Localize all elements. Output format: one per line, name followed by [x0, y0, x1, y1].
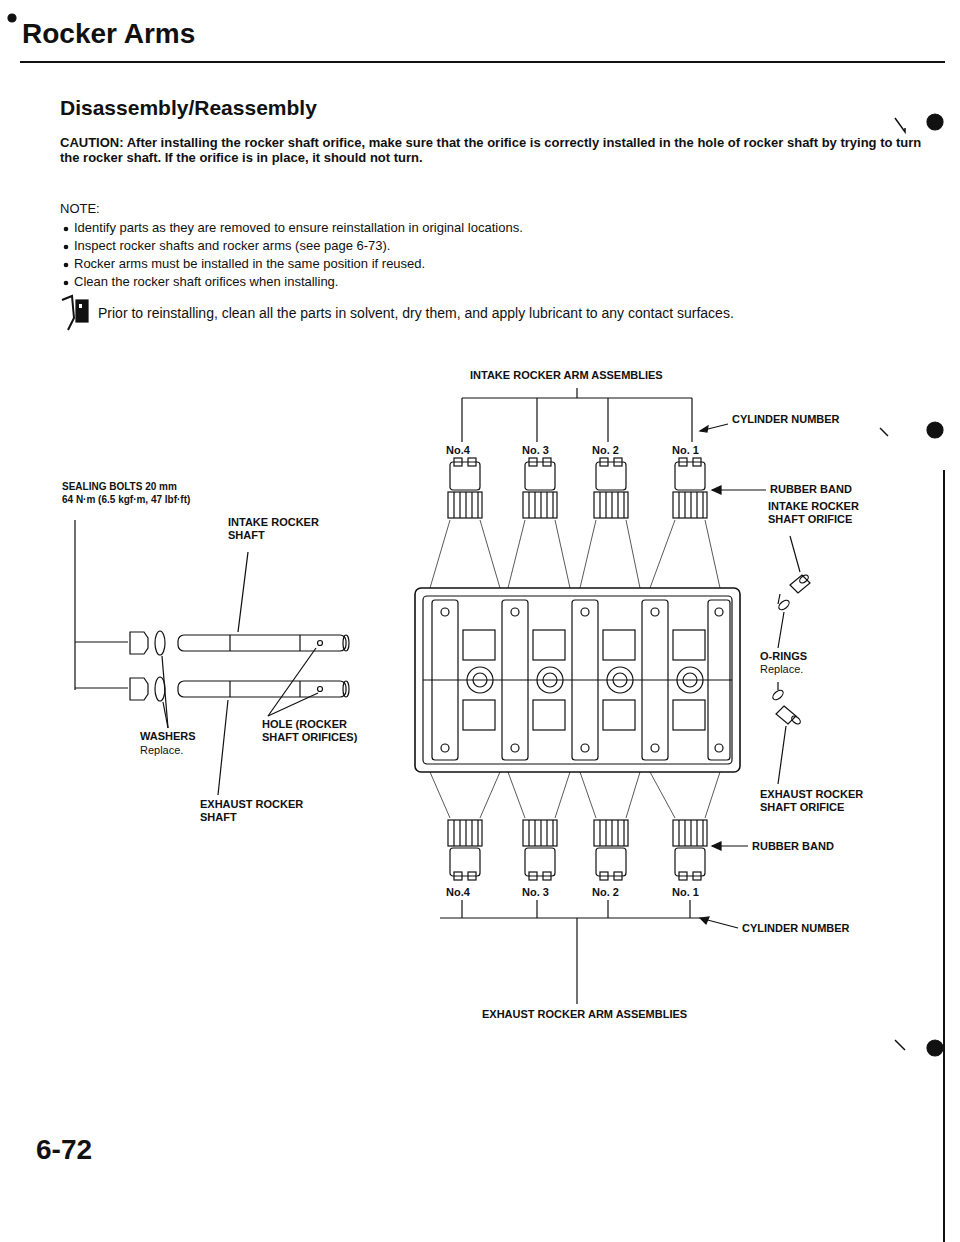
group-label: INTAKE ROCKER ARM ASSEMBLIES [470, 369, 663, 382]
cylinder-number: No. 3 [522, 444, 549, 457]
cylinder-number: No.4 [446, 886, 470, 899]
section-heading: Disassembly/Reassembly [60, 96, 317, 120]
cylinder-number: No. 3 [522, 886, 549, 899]
part-label: INTAKE ROCKER SHAFT ORIFICE [768, 500, 868, 525]
torque-spec: 64 N·m (6.5 kgf·m, 47 lbf·ft) [62, 494, 190, 506]
tip-note: Prior to reinstalling, clean all the par… [98, 305, 918, 321]
page-title: Rocker Arms [22, 18, 195, 50]
page-number: 6-72 [36, 1134, 92, 1166]
part-label: O-RINGS [760, 650, 807, 663]
group-label: EXHAUST ROCKER ARM ASSEMBLIES [482, 1008, 687, 1021]
note-item: Identify parts as they are removed to en… [74, 221, 894, 236]
note-item: Clean the rocker shaft orifices when ins… [74, 275, 894, 290]
note-heading: NOTE: [60, 202, 100, 217]
part-note: Replace. [140, 744, 183, 757]
part-label: SEALING BOLTS 20 mm [62, 481, 177, 493]
cylinder-number: No. 1 [672, 444, 699, 457]
part-note: Replace. [760, 663, 803, 676]
part-label: HOLE (ROCKER SHAFT ORIFICES) [262, 718, 382, 743]
note-item: Inspect rocker shafts and rocker arms (s… [74, 239, 894, 254]
cylinder-number: No.4 [446, 444, 470, 457]
part-label: RUBBER BAND [752, 840, 834, 853]
callout-label: CYLINDER NUMBER [742, 922, 850, 935]
note-item: Rocker arms must be installed in the sam… [74, 257, 894, 272]
cylinder-number: No. 1 [672, 886, 699, 899]
cylinder-number: No. 2 [592, 886, 619, 899]
part-label: RUBBER BAND [770, 483, 852, 496]
cylinder-number: No. 2 [592, 444, 619, 457]
part-label: EXHAUST ROCKER SHAFT ORIFICE [760, 788, 870, 813]
callout-label: CYLINDER NUMBER [732, 413, 840, 426]
part-label: WASHERS [140, 730, 196, 743]
part-label: EXHAUST ROCKER SHAFT [200, 798, 310, 823]
part-label: INTAKE ROCKER SHAFT [228, 516, 328, 541]
caution-note: CAUTION: After installing the rocker sha… [60, 136, 930, 166]
